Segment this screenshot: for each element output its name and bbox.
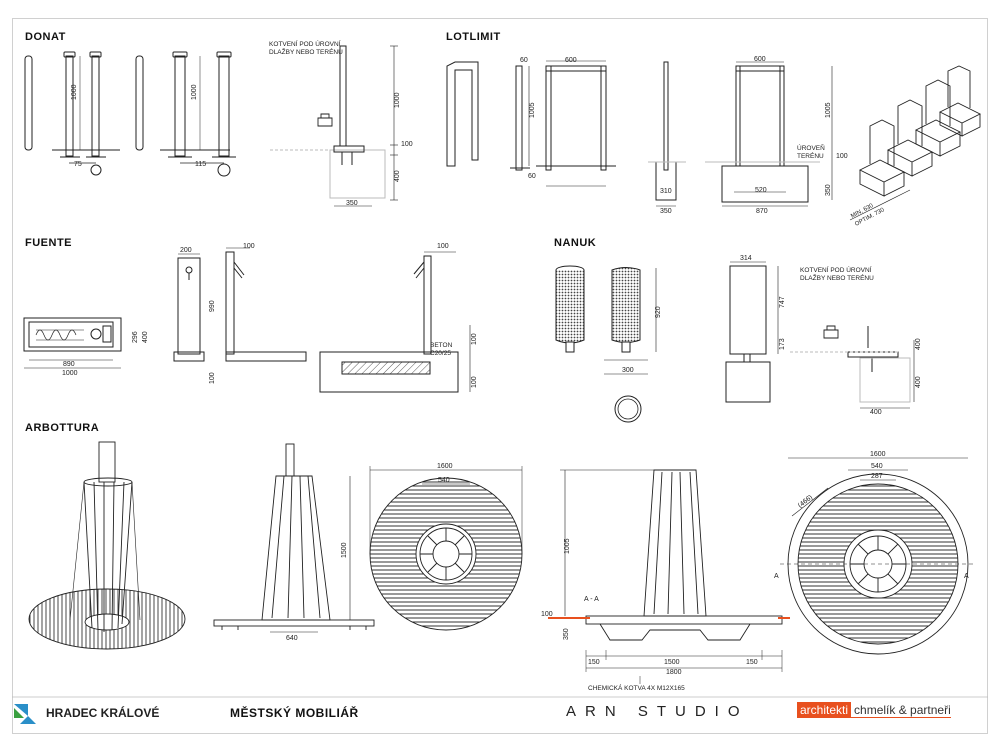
dim-label: (466): [797, 494, 814, 510]
dim-label: 200: [180, 247, 192, 254]
note-section-aa: A - A: [584, 596, 599, 603]
donat-bollard-elevations: [24, 51, 236, 177]
lotlimit-isometric: [849, 65, 982, 221]
dim-label: 296: [132, 331, 139, 343]
fuente-drawings: [23, 247, 471, 393]
dim-label: 350: [346, 200, 358, 207]
dim-label: 100: [471, 376, 478, 388]
dim-label: 400: [394, 170, 401, 182]
arbottura-elevation: [213, 443, 375, 633]
arbottura-section-aa: [548, 469, 790, 684]
dim-label: 890: [63, 361, 75, 368]
dim-label: 870: [756, 208, 768, 215]
donat-anchoring-detail: [270, 45, 398, 207]
dim-label: 1005: [825, 102, 832, 118]
nanuk-drawings: [555, 261, 915, 423]
dim-label: 350: [563, 628, 570, 640]
dim-label: 1600: [870, 451, 886, 458]
dim-label: 1800: [666, 669, 682, 676]
arbottura-plan: [369, 466, 523, 631]
arbottura-perspective: [28, 441, 186, 650]
sheet-title: MĚSTSKÝ MOBILIÁŘ: [230, 706, 359, 720]
dim-label: 1000: [62, 370, 78, 377]
dim-label: 540: [438, 477, 450, 484]
brand-label-b: chmelík & partneři: [851, 702, 951, 718]
dim-label: 1000: [71, 84, 78, 100]
dim-label: 115: [195, 161, 206, 168]
dim-label: 1005: [529, 102, 536, 118]
dim-label: 300: [622, 367, 634, 374]
section-title-arbottura: ARBOTTURA: [25, 422, 100, 434]
dim-label: 287: [871, 473, 883, 480]
dim-label: 990: [209, 300, 216, 312]
dim-label: 100: [541, 611, 553, 618]
dim-label: 100: [401, 141, 413, 148]
section-title-lotlimit: LOTLIMIT: [446, 31, 501, 43]
lotlimit-elevations: [446, 60, 833, 207]
dim-label: 150: [588, 659, 600, 666]
dim-label: 400: [142, 331, 149, 343]
arbottura-plan-detail: [780, 457, 976, 655]
note-anchoring-4: DLAŽBY NEBO TERÉNU: [800, 273, 874, 282]
dim-label: 350: [660, 208, 672, 215]
dim-label: 1500: [341, 542, 348, 558]
dim-label: 150: [746, 659, 758, 666]
dim-label: 350: [825, 184, 832, 196]
architects-brand: architekti chmelík & partneři: [797, 702, 951, 718]
dim-label: 100: [836, 153, 848, 160]
dim-label: 310: [660, 188, 672, 195]
dim-label: 400: [915, 338, 922, 350]
dim-label: 1000: [394, 92, 401, 108]
dim-label: 600: [754, 56, 766, 63]
dim-label: 1000: [191, 84, 198, 100]
section-title-donat: DONAT: [25, 31, 66, 43]
dim-label: 314: [740, 255, 752, 262]
note-anchoring-3: KOTVENÍ POD ÚROVNÍ: [800, 265, 872, 274]
dim-label: 400: [870, 409, 882, 416]
dim-label: 1005: [564, 538, 571, 554]
section-title-fuente: FUENTE: [25, 237, 72, 249]
dim-label: 600: [565, 57, 577, 64]
dim-label: 60: [528, 173, 536, 180]
brand-label-a: architekti: [797, 702, 852, 718]
dim-label: 920: [655, 306, 662, 318]
dim-label: 100: [209, 372, 216, 384]
dim-label: 1500: [664, 659, 680, 666]
note-chemical-anchor: CHEMICKÁ KOTVA 4X M12X165: [588, 683, 685, 692]
dim-label: 520: [755, 187, 767, 194]
note-anchoring-1: KOTVENÍ POD ÚROVNÍ: [269, 39, 341, 48]
dim-label: 400: [915, 376, 922, 388]
studio-name: ARN STUDIO: [566, 703, 749, 720]
dim-label: 100: [437, 243, 449, 250]
section-mark-right: A: [964, 573, 969, 580]
dim-label: 1600: [437, 463, 453, 470]
dim-label: 173: [779, 338, 786, 350]
section-title-nanuk: NANUK: [554, 237, 597, 249]
note-concrete-2: C20/25: [430, 350, 451, 357]
dim-label: 747: [779, 296, 786, 308]
hradec-kralove-logo: [14, 704, 36, 724]
note-ground-level-2: TERÉNU: [797, 151, 824, 160]
city-name: HRADEC KRÁLOVÉ: [46, 706, 160, 720]
dim-label: 100: [243, 243, 255, 250]
dim-label: 540: [871, 463, 883, 470]
dim-label: 75: [74, 161, 82, 168]
dim-label: 100: [471, 333, 478, 345]
sheet-frame: [12, 18, 988, 734]
dim-label: 60: [520, 57, 528, 64]
note-anchoring-2: DLAŽBY NEBO TERÉNU: [269, 47, 343, 56]
note-ground-level-1: ÚROVEŇ: [797, 143, 825, 152]
dim-label: 640: [286, 635, 298, 642]
section-mark-left: A: [774, 573, 779, 580]
note-concrete-1: BETON: [430, 342, 453, 349]
